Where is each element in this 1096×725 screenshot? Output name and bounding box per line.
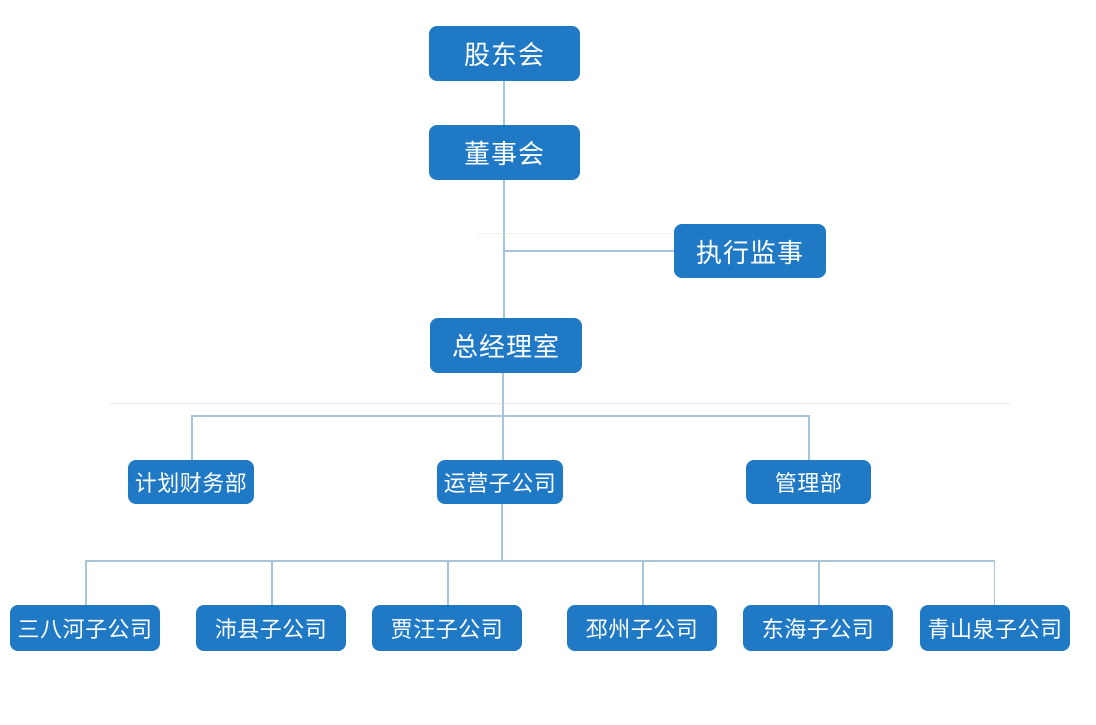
org-node-label: 执行监事 [695, 238, 804, 269]
org-node-label: 董事会 [463, 140, 545, 170]
connector-shareholders-board [503, 80, 505, 126]
org-node-management: 管理部 [746, 460, 871, 504]
org-node-sanbahe: 三八河子公司 [10, 605, 160, 651]
org-node-planning-finance: 计划财务部 [128, 460, 254, 504]
connector-operations-trunk [501, 503, 503, 560]
connector-board-gm-office [503, 179, 505, 319]
org-node-label: 运营子公司 [443, 472, 557, 497]
org-node-donghai: 东海子公司 [743, 605, 893, 651]
connector-drop-management [808, 415, 810, 460]
org-node-jiawang: 贾汪子公司 [372, 605, 522, 651]
connector-drop-jiawang [447, 560, 449, 605]
connector-mid-horizontal [191, 415, 809, 417]
org-node-label: 邳州子公司 [585, 618, 699, 643]
org-node-board: 董事会 [429, 125, 580, 180]
connector-drop-planning-finance [191, 415, 193, 460]
org-node-peixian: 沛县子公司 [196, 605, 346, 651]
org-node-label: 东海子公司 [761, 618, 875, 643]
org-node-label: 计划财务部 [134, 472, 248, 497]
connector-gm-office-trunk [502, 372, 504, 461]
org-node-label: 股东会 [463, 41, 545, 71]
org-node-label: 管理部 [774, 472, 843, 497]
org-node-executive-supervisor: 执行监事 [674, 224, 826, 278]
org-node-label: 三八河子公司 [17, 618, 153, 643]
org-node-label: 沛县子公司 [214, 618, 328, 643]
org-node-pizhou: 邳州子公司 [567, 605, 717, 651]
org-node-gm-office: 总经理室 [430, 318, 582, 373]
connector-drop-qingshanquan [993, 560, 995, 605]
connector-drop-peixian [271, 560, 273, 605]
org-node-shareholders: 股东会 [429, 26, 580, 81]
org-node-label: 总经理室 [451, 333, 560, 363]
connector-drop-pizhou [642, 560, 644, 605]
artifact-line [110, 403, 1010, 404]
connector-drop-donghai [818, 560, 820, 605]
org-node-label: 贾汪子公司 [390, 618, 504, 643]
org-node-qingshanquan: 青山泉子公司 [920, 605, 1070, 651]
org-node-label: 青山泉子公司 [927, 618, 1063, 643]
connector-drop-sanbahe [85, 560, 87, 605]
artifact-line [478, 233, 710, 234]
connector-bottom-horizontal [85, 560, 995, 562]
connector-branch-executive-supervisor [503, 250, 674, 252]
org-node-operations: 运营子公司 [437, 460, 563, 504]
